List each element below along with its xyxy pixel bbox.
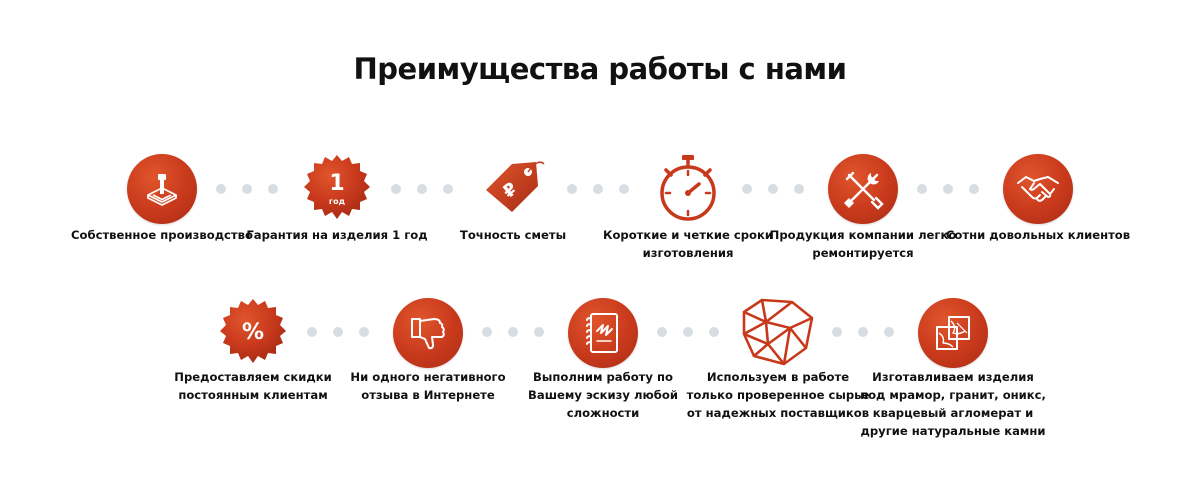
advantage-label: Гарантия на изделия 1 год <box>246 228 428 242</box>
advantage-label: Собственное производство <box>71 228 253 242</box>
dots-separator <box>391 184 453 194</box>
dots-separator <box>482 327 544 337</box>
advantage-label: Предоставляем скидки постоянным клиентам <box>174 370 332 402</box>
advantage-label: Сотни довольных клиентов <box>945 228 1131 242</box>
stopwatch-icon <box>653 154 723 224</box>
advantage-label: Выполним работу по Вашему эскизу любой с… <box>528 370 678 420</box>
badge-text: % <box>242 320 264 345</box>
page-title: Преимущества работы с нами <box>353 52 847 86</box>
badge-text: год <box>329 197 346 206</box>
advantage-label: Продукция компании легко ремонтируется <box>769 228 957 260</box>
dots-separator <box>742 184 804 194</box>
joystick-icon <box>127 154 197 224</box>
sketch-notebook-icon <box>568 298 638 368</box>
advantage-label: Точность сметы <box>459 228 567 242</box>
dots-separator <box>216 184 278 194</box>
dots-separator <box>567 184 629 194</box>
tools-icon <box>828 154 898 224</box>
raw-stone-icon <box>742 298 814 368</box>
marble-slab-icon <box>918 298 988 368</box>
guarantee-seal-icon: 1 год <box>302 154 372 224</box>
percent-seal-icon: % <box>218 298 288 368</box>
handshake-icon <box>1003 154 1073 224</box>
advantage-label: Изготавливаем изделия под мрамор, гранит… <box>860 370 1046 438</box>
advantage-label: Ни одного негативного отзыва в Интернете <box>350 370 506 402</box>
price-tag-ruble-icon: ₽ <box>478 154 548 224</box>
badge-number: 1 <box>329 171 344 196</box>
dots-separator <box>657 327 719 337</box>
advantage-label: Короткие и четкие сроки изготовления <box>602 228 774 260</box>
advantage-label: Используем в работе только проверенное с… <box>686 370 870 420</box>
dots-separator <box>917 184 979 194</box>
thumbs-down-icon <box>393 298 463 368</box>
dots-separator <box>832 327 894 337</box>
dots-separator <box>307 327 369 337</box>
